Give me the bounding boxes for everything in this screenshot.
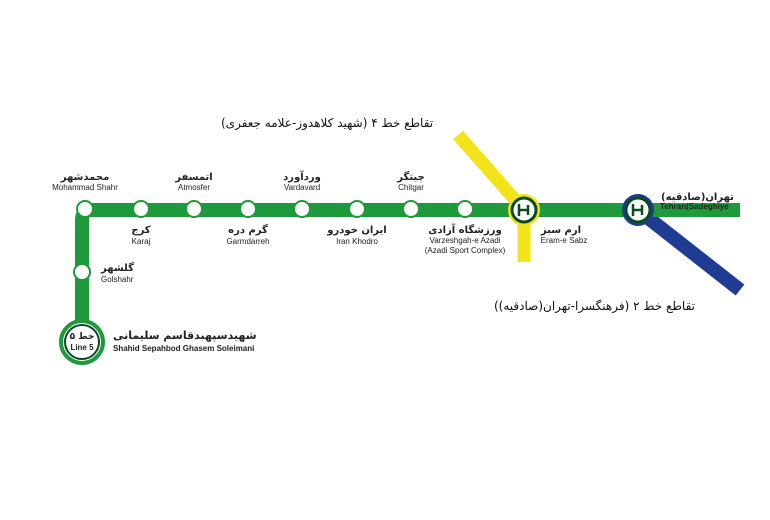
station-label-fa: محمدشهر [60, 172, 110, 183]
station-label-en: Golshahr [101, 275, 134, 284]
station-label-en: Atmosfer [177, 183, 211, 192]
station-label-en: Mohammad Shahr [52, 183, 118, 192]
station-label-fa: وردآورد [283, 172, 321, 183]
station-label-fa: ارم سبز [540, 225, 582, 236]
station-label-en: Varzeshgah-e Azadi [429, 236, 501, 245]
station-label-fa: گرم دره [228, 225, 268, 236]
line-5-terminal-badge[interactable] [59, 319, 105, 365]
station-label-fa: کرج [131, 225, 151, 236]
transfer-station-eram-e-sabz[interactable] [508, 194, 540, 226]
station-label-en: Tehran(Sadeghiye [660, 202, 729, 211]
line-5-track [75, 203, 740, 332]
station-label-en: Iran Khodro [336, 237, 378, 246]
line-badge-fa: خط ۵ [69, 332, 95, 342]
station-atmosfer[interactable] [185, 200, 203, 218]
station-label-en: (Azadi Sport Complex) [424, 246, 506, 255]
line-4-transfer-note: تقاطع خط ۴ (شهید کلاهدوز-علامه جعفری) [221, 116, 434, 130]
station-label-en: Karaj [131, 237, 151, 246]
station-iran-khodro[interactable] [348, 200, 366, 218]
station-vardavard[interactable] [293, 200, 311, 218]
station-label-fa: ایران خودرو [327, 225, 387, 236]
line-2-transfer-note: تقاطع خط ۲ (فرهنگسرا-تهران(صادقیه)) [494, 299, 695, 313]
transfer-icon [517, 204, 530, 216]
station-label-en: Vardavard [283, 183, 321, 192]
station-label-en: Garmdarreh [226, 237, 270, 246]
station-label-en: Chitgar [398, 183, 424, 192]
station-mohammad-shahr[interactable] [76, 200, 94, 218]
station-karaj[interactable] [132, 200, 150, 218]
transfer-station-tehran-sadeghiye[interactable] [622, 194, 654, 226]
station-label-fa: چیتگر [397, 172, 425, 183]
station-chitgar[interactable] [402, 200, 420, 218]
station-varzeshgah-azadi[interactable] [456, 200, 474, 218]
line-badge-en: Line 5 [70, 343, 94, 352]
station-label-fa: ورزشگاه آزادی [428, 225, 502, 236]
station-garmdarreh[interactable] [239, 200, 257, 218]
station-label-fa: اتمسفر [175, 172, 213, 183]
station-label-en: Eram-e Sabz [540, 236, 588, 245]
terminal-label-fa: شهیدسپهبدقاسم سلیمانی [113, 329, 257, 342]
transfer-icon [631, 204, 644, 216]
line-2-track [633, 204, 745, 296]
terminal-label-en: Shahid Sepahbod Ghasem Soleimani [113, 344, 255, 353]
station-label-fa: گلشهر [101, 263, 134, 274]
station-golshahr[interactable] [73, 263, 91, 281]
station-label-fa: تهران(صادقیه) [661, 192, 734, 203]
